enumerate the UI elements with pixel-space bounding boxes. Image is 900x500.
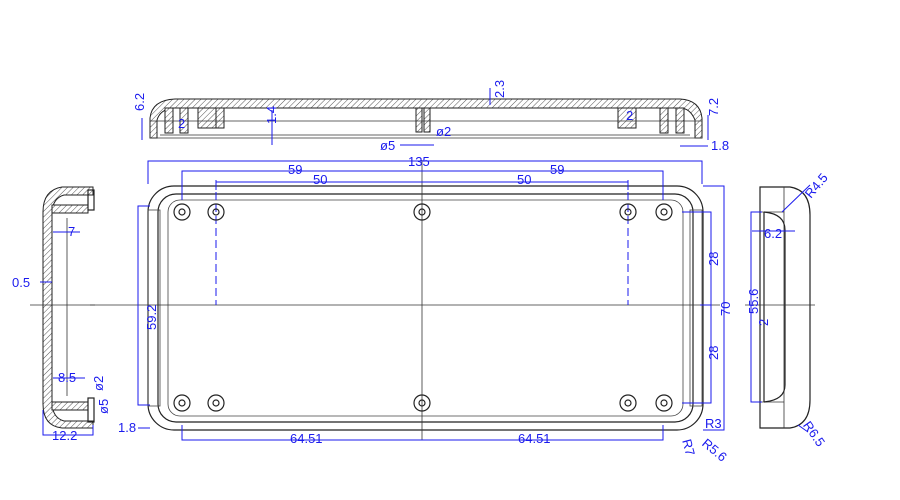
mounting-holes: [173, 203, 673, 412]
dim-7-left: 7: [68, 224, 75, 239]
dim-1-8-top: 1.8: [711, 138, 729, 153]
dim-59-2: 59.2: [144, 305, 159, 330]
dim-59-left: 59: [288, 162, 302, 177]
dim-28-top: 28: [706, 252, 721, 266]
dim-135: 135: [408, 154, 430, 169]
plan-view: 135 59 59 50 50 59.2 1.8 64.51 64.51 28 …: [90, 154, 733, 465]
dim-64-51-left: 64.51: [290, 431, 323, 446]
dim-12-2: 12.2: [52, 428, 77, 443]
dim-8-5: 8.5: [58, 370, 76, 385]
dim-50-right: 50: [517, 172, 531, 187]
dim-70: 70: [718, 302, 733, 316]
dim-phi2-left: ø2: [91, 376, 106, 391]
dim-59-right: 59: [550, 162, 564, 177]
dim-r5-6: R5.6: [699, 435, 730, 464]
dim-64-51-right: 64.51: [518, 431, 551, 446]
dim-7-2: 7.2: [706, 98, 721, 116]
dim-1-4: 1.4: [264, 106, 279, 124]
dim-28-bottom: 28: [706, 346, 721, 360]
dim-0-5: 0.5: [12, 275, 30, 290]
dim-2-3: 2.3: [492, 80, 507, 98]
dim-2-right-view: 2: [756, 319, 771, 326]
left-side-view: 7 0.5 8.5 ø2 ø5 12.2: [12, 186, 111, 443]
dim-r7: R7: [679, 437, 698, 457]
dim-phi5-top: ø5: [380, 138, 395, 153]
dim-6-2-right: 6.2: [764, 226, 782, 241]
dim-1-8-plan: 1.8: [118, 420, 136, 435]
dim-6-2: 6.2: [132, 93, 147, 111]
dim-2-right: 2: [626, 108, 633, 123]
dim-r6-5: R6.5: [800, 418, 828, 449]
dim-55-6: 55.6: [746, 289, 761, 314]
dim-phi5-left: ø5: [96, 399, 111, 414]
dim-r3: R3: [705, 416, 722, 431]
top-section-view: 6.2 1.4 2 ø5 ø2 2.3 2 7.2 1.8: [132, 80, 729, 153]
dim-phi2-top: ø2: [436, 124, 451, 139]
dim-2-left: 2: [178, 116, 185, 131]
right-side-view: R4.5 6.2 55.6 2 R6.5: [745, 170, 831, 449]
dim-50-left: 50: [313, 172, 327, 187]
